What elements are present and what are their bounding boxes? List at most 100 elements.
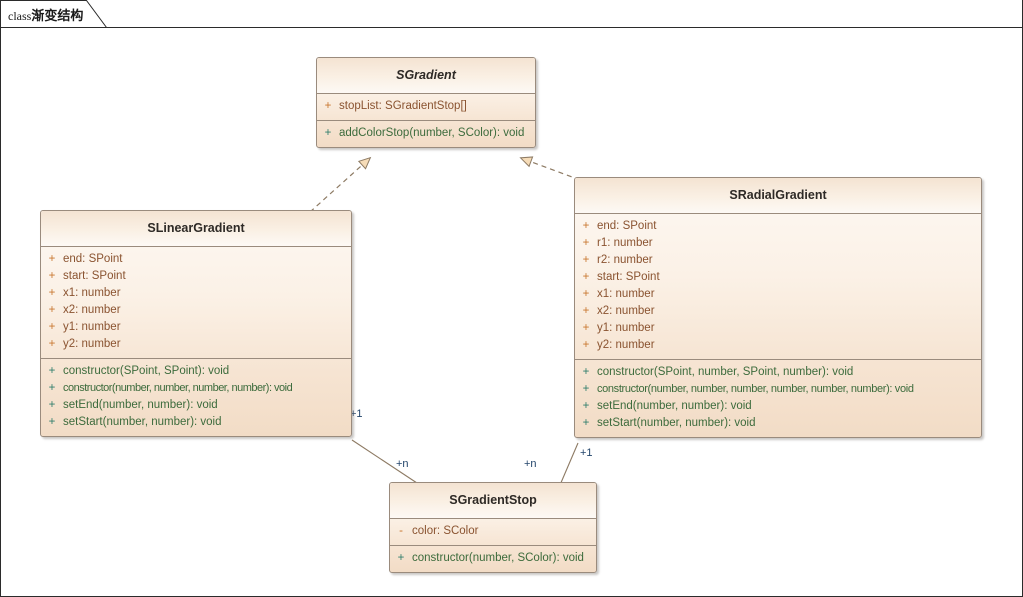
operation-row: + addColorStop(number, SColor): void <box>317 125 535 142</box>
diagram-title-keyword: class <box>8 9 32 23</box>
visibility-marker: + <box>324 100 332 112</box>
class-box-sradialgradient[interactable]: SRadialGradient + end: SPoint + r1: numb… <box>574 177 982 438</box>
visibility-marker: + <box>582 271 590 283</box>
visibility-marker: + <box>48 287 56 299</box>
attributes-section-sgradientstop: - color: SColor <box>390 519 596 546</box>
attribute-row: + end: SPoint <box>41 251 351 268</box>
attribute-label: r1: number <box>597 237 653 249</box>
visibility-marker: + <box>48 321 56 333</box>
operation-row: + constructor(number, number, number, nu… <box>41 380 351 397</box>
attribute-label: x2: number <box>63 304 121 316</box>
operation-label: setStart(number, number): void <box>597 417 756 429</box>
attribute-row: + r2: number <box>575 252 981 269</box>
operation-label: setEnd(number, number): void <box>63 399 218 411</box>
visibility-marker: - <box>399 525 403 537</box>
class-name-slineargradient: SLinearGradient <box>41 211 351 247</box>
operation-label: constructor(SPoint, SPoint): void <box>63 365 230 377</box>
attribute-row: + x2: number <box>41 302 351 319</box>
visibility-marker: + <box>582 417 590 429</box>
visibility-marker: + <box>48 399 56 411</box>
attribute-label: y1: number <box>597 322 655 334</box>
visibility-marker: + <box>582 220 590 232</box>
title-tab-shape <box>0 0 108 28</box>
operation-row: + constructor(number, number, number, nu… <box>575 381 981 398</box>
attribute-label: y2: number <box>597 339 655 351</box>
visibility-marker: + <box>48 253 56 265</box>
attribute-label: x2: number <box>597 305 655 317</box>
operation-label: constructor(number, number, number, numb… <box>597 383 914 395</box>
visibility-marker: + <box>48 270 56 282</box>
operation-label: constructor(SPoint, number, SPoint, numb… <box>597 366 854 378</box>
multiplicity-linear-one: +1 <box>350 408 363 420</box>
attribute-label: start: SPoint <box>597 271 660 283</box>
attribute-row: + start: SPoint <box>41 268 351 285</box>
class-name-sgradient: SGradient <box>317 58 535 94</box>
attribute-label: end: SPoint <box>597 220 657 232</box>
operations-section-sgradient: + addColorStop(number, SColor): void <box>317 121 535 147</box>
attribute-label: y1: number <box>63 321 121 333</box>
operations-section-slineargradient: + constructor(SPoint, SPoint): void + co… <box>41 359 351 436</box>
visibility-marker: + <box>48 338 56 350</box>
visibility-marker: + <box>48 382 56 394</box>
operation-row: + setStart(number, number): void <box>41 414 351 431</box>
operation-label: constructor(number, SColor): void <box>412 552 584 564</box>
visibility-marker: + <box>48 365 56 377</box>
visibility-marker: + <box>582 366 590 378</box>
attribute-row: + r1: number <box>575 235 981 252</box>
realization-linear-to-gradient <box>309 156 372 213</box>
operation-label: constructor(number, number, number, numb… <box>63 382 293 394</box>
diagram-title-name: 渐变结构 <box>31 8 84 23</box>
attributes-section-sgradient: + stopList: SGradientStop[] <box>317 94 535 121</box>
attribute-label: r2: number <box>597 254 653 266</box>
class-box-slineargradient[interactable]: SLinearGradient + end: SPoint + start: S… <box>40 210 352 437</box>
multiplicity-radial-one: +1 <box>580 447 593 459</box>
visibility-marker: + <box>324 127 332 139</box>
attributes-section-slineargradient: + end: SPoint + start: SPoint + x1: numb… <box>41 247 351 359</box>
attribute-label: color: SColor <box>412 525 479 537</box>
attribute-row: + end: SPoint <box>575 218 981 235</box>
attribute-label: stopList: SGradientStop[] <box>339 100 467 112</box>
operation-label: addColorStop(number, SColor): void <box>339 127 525 139</box>
attribute-label: end: SPoint <box>63 253 123 265</box>
attribute-label: y2: number <box>63 338 121 350</box>
operation-row: + constructor(number, SColor): void <box>390 550 596 567</box>
association-linear-to-stop <box>351 439 421 486</box>
operation-row: + setEnd(number, number): void <box>575 398 981 415</box>
frame-top-border <box>0 27 1022 28</box>
attribute-row: + x1: number <box>575 286 981 303</box>
realization-radial-to-gradient <box>519 156 581 181</box>
operations-section-sgradientstop: + constructor(number, SColor): void <box>390 546 596 572</box>
visibility-marker: + <box>582 322 590 334</box>
diagram-title: class渐变结构 <box>8 5 83 24</box>
association-radial-to-stop <box>559 442 579 486</box>
visibility-marker: + <box>582 305 590 317</box>
attribute-row: + y1: number <box>41 319 351 336</box>
visibility-marker: + <box>582 254 590 266</box>
frame-left-border <box>0 0 1 596</box>
class-name-sgradientstop: SGradientStop <box>390 483 596 519</box>
class-box-sgradient[interactable]: SGradient + stopList: SGradientStop[] + … <box>316 57 536 148</box>
visibility-marker: + <box>397 552 405 564</box>
visibility-marker: + <box>582 339 590 351</box>
multiplicity-linear-n: +n <box>396 458 409 470</box>
visibility-marker: + <box>582 237 590 249</box>
operations-section-sradialgradient: + constructor(SPoint, number, SPoint, nu… <box>575 360 981 437</box>
attribute-row: + x1: number <box>41 285 351 302</box>
attribute-row: - color: SColor <box>390 523 596 540</box>
operation-row: + constructor(SPoint, number, SPoint, nu… <box>575 364 981 381</box>
operation-row: + setEnd(number, number): void <box>41 397 351 414</box>
attribute-row: + y2: number <box>41 336 351 353</box>
class-box-sgradientstop[interactable]: SGradientStop - color: SColor + construc… <box>389 482 597 573</box>
visibility-marker: + <box>582 383 590 395</box>
attribute-label: x1: number <box>597 288 655 300</box>
operation-row: + constructor(SPoint, SPoint): void <box>41 363 351 380</box>
operation-label: setEnd(number, number): void <box>597 400 752 412</box>
visibility-marker: + <box>582 400 590 412</box>
attribute-row: + y1: number <box>575 320 981 337</box>
visibility-marker: + <box>48 416 56 428</box>
class-name-sradialgradient: SRadialGradient <box>575 178 981 214</box>
attribute-row: + y2: number <box>575 337 981 354</box>
diagram-title-tab: class渐变结构 <box>0 0 108 28</box>
attribute-label: start: SPoint <box>63 270 126 282</box>
